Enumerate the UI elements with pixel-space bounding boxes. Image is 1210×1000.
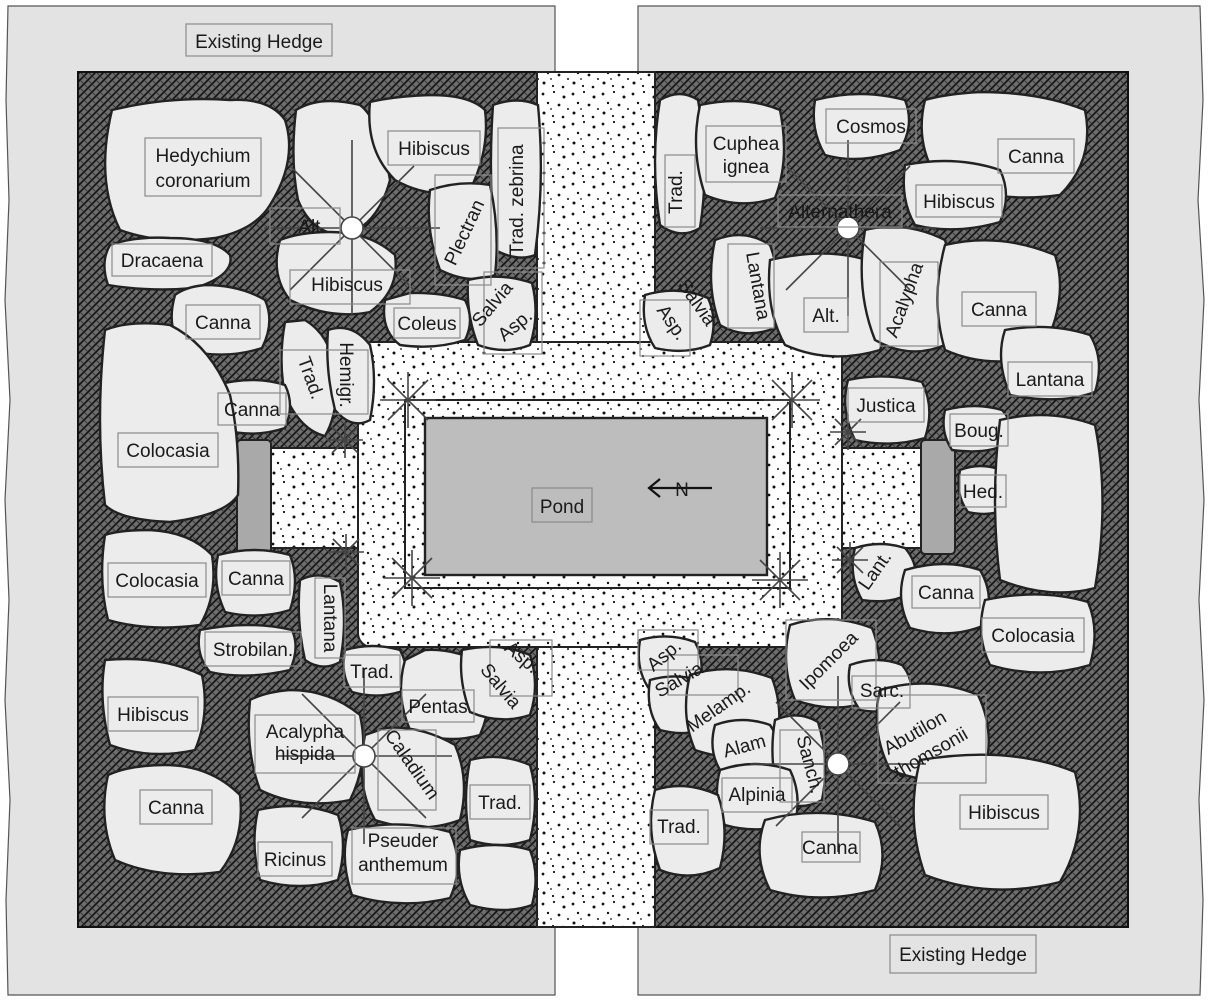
label-canna-bottom-left: Canna bbox=[148, 798, 204, 819]
label-cuphea: Cuphea bbox=[713, 134, 780, 155]
label-canna-top-left: Canna bbox=[195, 313, 251, 334]
label-lantana-right: Lantana bbox=[1016, 370, 1085, 391]
palm-symbols bbox=[264, 140, 936, 852]
label-trad-bottom-right: Trad. bbox=[657, 817, 701, 838]
label-trad-top-right: Trad. bbox=[666, 170, 687, 214]
label-alpinia: Alpinia bbox=[728, 785, 785, 806]
label-hibiscus-bottom-left: Hibiscus bbox=[117, 705, 189, 726]
label-hed: Hed. bbox=[963, 482, 1003, 503]
label-coronarium: coronarium bbox=[155, 171, 250, 192]
bench-right bbox=[920, 439, 956, 555]
label-hibiscus-top-left: Hibiscus bbox=[398, 139, 470, 160]
label-pond: Pond bbox=[540, 497, 584, 518]
label-pentas: Pentas bbox=[408, 697, 467, 718]
pond-edge bbox=[404, 399, 791, 589]
label-dracaena: Dracaena bbox=[121, 251, 204, 272]
label-hibiscus-top-right: Hibiscus bbox=[923, 192, 995, 213]
label-boxes bbox=[107, 23, 1093, 974]
label-acalypha-hispida-1: Acalypha bbox=[266, 722, 345, 743]
label-colocasia-left-1: Colocasia bbox=[126, 441, 210, 462]
label-canna-right-2: Canna bbox=[971, 300, 1027, 321]
label-ignea: ignea bbox=[723, 157, 770, 178]
label-hedychium: Hedychium bbox=[155, 146, 250, 167]
label-hemigr: Hemigr. bbox=[335, 342, 356, 407]
label-alt-top-left: Alt. bbox=[298, 217, 325, 238]
pond bbox=[423, 416, 769, 577]
label-strobilan: Strobilan. bbox=[213, 640, 293, 661]
label-canna-right-3: Canna bbox=[918, 583, 974, 604]
label-existing-hedge-top: Existing Hedge bbox=[195, 32, 323, 53]
label-trad-bottom-left-2: Trad. bbox=[478, 793, 522, 814]
label-pseuderanthemum-1: Pseuder bbox=[368, 831, 439, 852]
label-pseuderanthemum-2: anthemum bbox=[358, 855, 448, 876]
label-canna-left-3: Canna bbox=[228, 569, 284, 590]
label-alt-top-right: Alt. bbox=[812, 306, 839, 327]
label-canna-bottom-right: Canna bbox=[802, 838, 858, 859]
label-lantana-left: Lantana bbox=[319, 584, 340, 653]
label-trad-bottom-left: Trad. bbox=[350, 662, 394, 683]
bench-left bbox=[236, 439, 272, 555]
label-colocasia-left-2: Colocasia bbox=[115, 571, 199, 592]
label-existing-hedge-bottom: Existing Hedge bbox=[899, 945, 1027, 966]
label-canna-top-right: Canna bbox=[1008, 147, 1064, 168]
north-arrow: N bbox=[647, 478, 712, 501]
label-acalypha-hispida-2: hispida bbox=[275, 744, 336, 765]
label-alternathera: Alternathera bbox=[788, 202, 892, 223]
label-cosmos: Cosmos bbox=[836, 117, 906, 138]
label-canna-left-2: Canna bbox=[224, 400, 280, 421]
label-ricinus: Ricinus bbox=[264, 850, 326, 871]
label-sarc: Sarc. bbox=[860, 681, 904, 702]
label-colocasia-right: Colocasia bbox=[991, 626, 1075, 647]
label-justica: Justica bbox=[856, 396, 916, 417]
plant-beds-left bbox=[98, 93, 543, 912]
label-coleus: Coleus bbox=[397, 314, 456, 335]
label-hibiscus-bottom-right: Hibiscus bbox=[968, 803, 1040, 824]
label-boug: Boug. bbox=[954, 421, 1004, 442]
north-symbol: N bbox=[675, 480, 689, 501]
label-trad-zebrina: Trad. zebrina bbox=[507, 144, 528, 256]
label-hibiscus-top-left-2: Hibiscus bbox=[311, 275, 383, 296]
